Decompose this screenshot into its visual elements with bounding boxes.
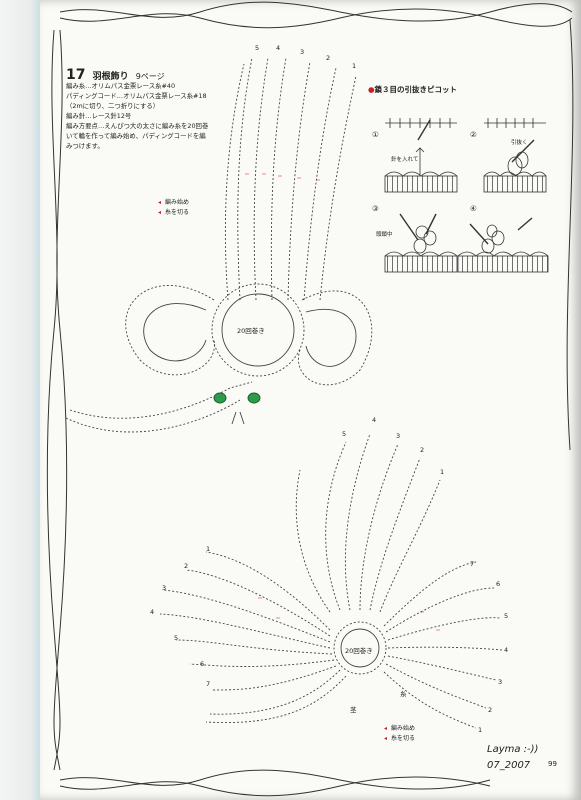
feather-number: 4 (504, 646, 509, 654)
pattern-title: 羽根飾り (92, 72, 129, 82)
bottom-diagram (159, 433, 503, 729)
start-marker-icon: ◂ (158, 199, 162, 206)
feather-number: 2 (420, 446, 425, 454)
materials-list: 編み糸…オリムパス金票レース糸#40 パディングコード…オリムパス金票レース糸#… (66, 81, 302, 151)
picot-step-illustrations (384, 118, 549, 273)
feather-number: 6 (496, 580, 501, 588)
credit-line: 07_2007 (487, 760, 531, 771)
picot-step-3 (384, 213, 458, 273)
top-diagram (65, 57, 373, 433)
right-eye-icon (247, 392, 261, 404)
feather-number: 1 (478, 726, 483, 734)
credit-line: Layma :-)) (487, 744, 539, 755)
feather-number: 3 (396, 432, 401, 440)
left-curl (125, 285, 215, 376)
feather-number: 2 (184, 562, 189, 570)
legend-label: 糸を切る (165, 209, 190, 216)
feather-number: 6 (200, 660, 205, 668)
picot-step-1 (384, 118, 458, 193)
feather-number: 5 (504, 612, 509, 620)
step-number: ② (470, 130, 477, 139)
step-note: 引抜く (511, 140, 528, 146)
step-note: 頭鎖中 (376, 232, 393, 238)
trunk (69, 381, 253, 419)
top-feathers (224, 57, 357, 301)
materials-line: みつけます。 (66, 142, 104, 150)
bullet-icon: ● (368, 85, 375, 94)
materials-line: （2mに切り、二つ折りにする） (66, 102, 160, 110)
feather-number: 1 (440, 468, 445, 476)
bottom-right-fan (383, 561, 503, 729)
page-number: 99 (548, 760, 557, 768)
credit-watermark: Layma :-)) 07_2007 (487, 742, 538, 774)
cut-marker-icon: ◂ (158, 209, 162, 216)
right-curl-inner (305, 308, 357, 367)
picot-title: 鎖３目の引抜きピコット (374, 85, 458, 94)
feather-number: 2 (326, 54, 331, 62)
materials-line: 編み方要点…えんぴつ大の太さに編み糸を20回巻 (66, 122, 209, 130)
step-number: ③ (372, 204, 379, 213)
feather-number: 5 (255, 44, 260, 52)
cut-marker-icon: ◂ (384, 735, 388, 742)
picot-section-title: ●鎖３目の引抜きピコット (368, 84, 457, 95)
stem-label: 茎 (350, 706, 357, 714)
step-number: ④ (470, 204, 477, 213)
pattern-number: 17 (66, 67, 86, 83)
feather-number: 4 (150, 608, 155, 616)
feather-number: 1 (352, 62, 357, 70)
feather-number: 4 (372, 416, 377, 424)
picot-step-2 (483, 118, 547, 193)
feather-number: 3 (498, 678, 503, 686)
thread-label: 糸 (400, 690, 407, 698)
bottom-feather-marks (258, 597, 440, 631)
legend-bottom: ◂編み始め ◂糸を切る (384, 724, 415, 744)
bottom-center-ring-inner (340, 628, 380, 668)
step-note: 針を入れて (391, 157, 419, 163)
page-reference: 9ページ (135, 72, 165, 81)
start-marker-icon: ◂ (384, 725, 388, 732)
feather-number: 3 (162, 584, 167, 592)
bottom-center-label: 20回巻き (345, 647, 373, 655)
pattern-header: 17 羽根飾り 9ページ (66, 64, 165, 83)
bottom-center-ring (333, 621, 387, 675)
step-number: ① (372, 130, 379, 139)
feather-marks (245, 173, 320, 181)
paper-sheet (40, 0, 581, 800)
legend-label: 糸を切る (391, 735, 416, 742)
picot-step-4 (457, 217, 549, 273)
legend-label: 編み始め (165, 199, 190, 206)
right-curl (298, 290, 373, 386)
legend-top: ◂編み始め ◂糸を切る (158, 198, 189, 218)
materials-line: パディングコード…オリムパス金票レース糸#18 (66, 92, 207, 100)
materials-line: 編み針…レース針12号 (66, 112, 132, 120)
feather-number: 4 (276, 44, 281, 52)
feather-number: 5 (342, 430, 347, 438)
center-ring-outer (211, 283, 305, 377)
feather-number: 7 (470, 560, 475, 568)
materials-line: いて輪を作って編み始め、パディングコードを編 (66, 132, 206, 140)
bottom-top-fan (295, 433, 441, 613)
feather-number: 1 (206, 545, 211, 553)
feather-number: 2 (488, 706, 493, 714)
legend-label: 編み始め (391, 725, 416, 732)
bottom-stem (209, 669, 341, 715)
bottom-left-fan (159, 551, 337, 691)
feather-number: 3 (300, 48, 305, 56)
feather-number: 7 (206, 680, 211, 688)
center-ring-inner (221, 293, 295, 367)
left-curl-inner (143, 303, 207, 362)
feather-number: 5 (174, 634, 179, 642)
materials-line: 編み糸…オリムパス金票レース糸#40 (66, 82, 176, 90)
ornamental-border (46, 1, 574, 797)
left-eye-icon (213, 392, 227, 404)
nose-marks (231, 411, 245, 425)
top-center-label: 20回巻き (237, 327, 265, 335)
